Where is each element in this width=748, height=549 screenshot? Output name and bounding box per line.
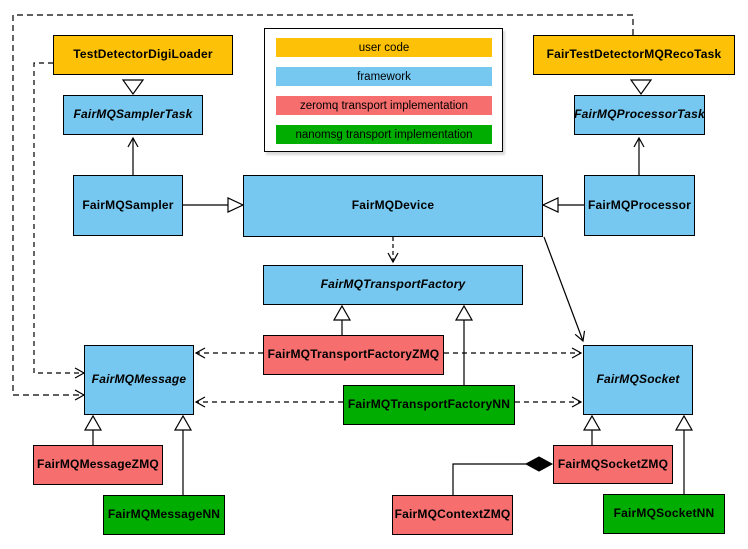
legend-item-user-code: user code (276, 38, 492, 57)
node-fairmq-processor: FairMQProcessor (584, 175, 695, 236)
node-fairmq-sampler-task: FairMQSamplerTask (63, 95, 203, 135)
edge-factoryzmq-factory-inheritance (332, 304, 352, 321)
edge-messagenn-message-inheritance (173, 414, 193, 431)
node-test-detector-digi-loader: TestDetectorDigiLoader (53, 35, 233, 75)
legend: user code framework zeromq transport imp… (264, 28, 503, 152)
edge-recotask-processortask-inheritance (629, 79, 653, 96)
legend-item-framework: framework (276, 67, 492, 86)
edge-digiloader-message-dependency (33, 62, 84, 373)
node-fairmq-socket: FairMQSocket (583, 345, 693, 415)
edge-socketnn-socket-inheritance (674, 414, 694, 431)
node-fairmq-processor-task: FairMQProcessorTask (574, 95, 705, 135)
node-fairmq-message-zmq: FairMQMessageZMQ (33, 445, 163, 485)
node-fairmq-transport-factory-nn: FairMQTransportFactoryNN (343, 385, 515, 425)
legend-item-zeromq: zeromq transport implementation (276, 96, 492, 115)
edge-device-socket-association (543, 236, 583, 341)
node-fairmq-message: FairMQMessage (84, 345, 194, 415)
edge-contextzmq-socketzmq-aggregation-diamond (524, 456, 554, 472)
node-fairmq-transport-factory: FairMQTransportFactory (263, 265, 523, 305)
legend-item-nanomsg: nanomsg transport implementation (276, 125, 492, 144)
node-fairmq-message-nn: FairMQMessageNN (103, 495, 225, 535)
node-fairmq-sampler: FairMQSampler (73, 175, 183, 236)
node-fairmq-context-zmq: FairMQContextZMQ (392, 495, 513, 535)
node-fairmq-socket-nn: FairMQSocketNN (603, 494, 725, 534)
node-fair-test-detector-mq-reco-task: FairTestDetectorMQRecoTask (533, 35, 735, 75)
node-fairmq-socket-zmq: FairMQSocketZMQ (553, 445, 673, 484)
node-fairmq-transport-factory-zmq: FairMQTransportFactoryZMQ (263, 335, 444, 375)
node-fairmq-device: FairMQDevice (243, 175, 543, 237)
edge-contextzmq-socketzmq-line (452, 463, 527, 495)
edge-processor-device-inheritance (541, 197, 559, 213)
edge-recotask-message-dependency (12, 14, 634, 395)
edge-messagezmq-message-inheritance (83, 414, 103, 431)
edge-factorynn-factory-inheritance (454, 304, 474, 321)
edge-sampler-device-inheritance (227, 197, 245, 213)
edge-digiloader-samplertask-inheritance (121, 79, 145, 96)
edge-socketzmq-socket-inheritance (582, 414, 602, 431)
